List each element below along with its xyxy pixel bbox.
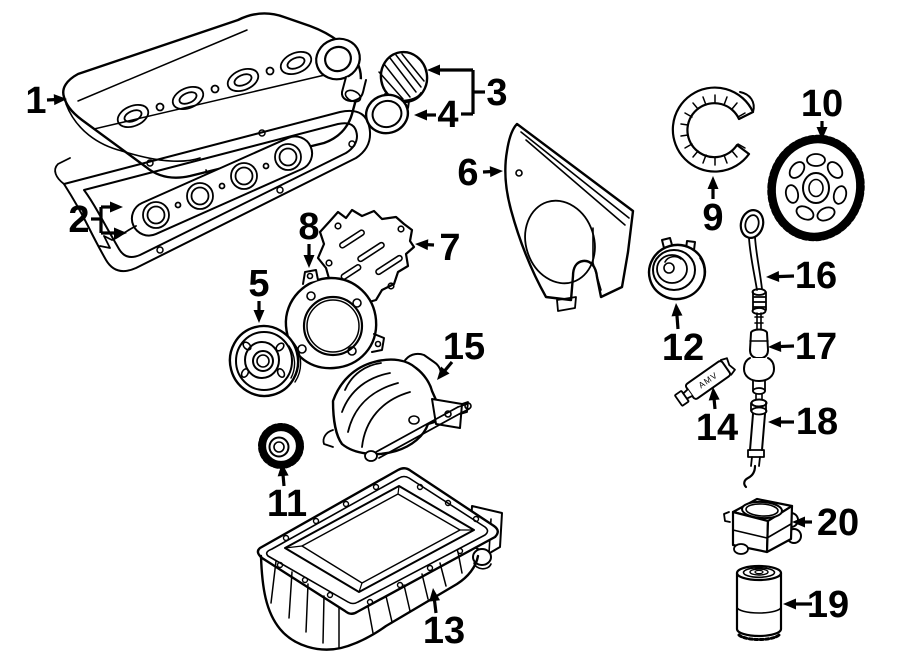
callout-number-2: 2 bbox=[68, 199, 89, 241]
oil-filter-part bbox=[735, 564, 783, 642]
arrowhead-icon bbox=[414, 109, 427, 121]
oil-filler-cap-part bbox=[378, 50, 429, 109]
arrowhead-icon bbox=[415, 239, 429, 251]
camshaft-gear-part bbox=[767, 134, 865, 242]
dipstick-part bbox=[739, 209, 767, 331]
callout-number-15: 15 bbox=[443, 326, 485, 368]
arrowhead-icon bbox=[707, 176, 719, 189]
callout-4-filler-cap-seal: 4 bbox=[414, 94, 459, 136]
arrowhead-icon bbox=[816, 127, 828, 140]
arrowhead-icon bbox=[114, 227, 127, 239]
callout-15-oil-baffle: 15 bbox=[437, 326, 485, 380]
callout-17-dipstick-tube-upper: 17 bbox=[768, 326, 837, 368]
callout-14-sealant-tube: 14 bbox=[696, 387, 738, 449]
timing-cover-part bbox=[504, 122, 635, 312]
callout-number-5: 5 bbox=[248, 263, 269, 305]
dipstick-tube-lower-part bbox=[743, 398, 768, 489]
arrowhead-icon bbox=[303, 255, 315, 268]
oil-filter-housing-part bbox=[723, 497, 802, 555]
callout-number-20: 20 bbox=[817, 502, 859, 544]
oil-pan-part bbox=[256, 402, 503, 651]
callout-number-4: 4 bbox=[437, 94, 458, 136]
callout-number-11: 11 bbox=[267, 483, 307, 525]
callout-number-17: 17 bbox=[795, 326, 837, 368]
callout-number-9: 9 bbox=[702, 197, 723, 239]
arrowhead-icon bbox=[766, 271, 780, 283]
arrowhead-icon bbox=[783, 598, 796, 610]
arrowhead-icon bbox=[253, 310, 265, 323]
arrowhead-icon bbox=[489, 166, 503, 178]
callout-8-seal-flange: 8 bbox=[298, 206, 320, 268]
arrowhead-icon bbox=[427, 64, 440, 76]
arrowhead-icon bbox=[671, 303, 683, 317]
arrowhead-icon bbox=[110, 201, 123, 213]
callout-11-crankshaft-timing-gear: 11 bbox=[267, 463, 307, 525]
callout-number-19: 19 bbox=[807, 584, 849, 626]
crankshaft-pulley-part bbox=[228, 324, 302, 398]
callout-10-camshaft-timing-gear: 10 bbox=[801, 83, 843, 140]
callout-1-valve-cover: 1 bbox=[25, 80, 67, 122]
arrowhead-icon bbox=[792, 516, 805, 528]
callout-number-8: 8 bbox=[298, 206, 319, 248]
arrowhead-icon bbox=[768, 416, 781, 428]
seal-flange-part bbox=[284, 269, 385, 370]
callout-19-oil-filter: 19 bbox=[783, 584, 849, 626]
tensioner-pulley-part bbox=[647, 237, 707, 301]
sealant-tube-part: AMV bbox=[674, 357, 736, 407]
filler-cap-seal-part bbox=[364, 93, 410, 135]
callout-16-dipstick: 16 bbox=[766, 255, 837, 297]
arrowhead-icon bbox=[708, 387, 720, 401]
callout-number-18: 18 bbox=[796, 401, 838, 443]
callout-number-10: 10 bbox=[801, 83, 843, 125]
callout-12-tensioner-pulley: 12 bbox=[662, 303, 704, 369]
crankshaft-timing-gear-part bbox=[258, 423, 304, 469]
arrowhead-icon bbox=[53, 94, 67, 106]
arrowhead-icon bbox=[429, 588, 441, 602]
callout-6-timing-cover: 6 bbox=[457, 152, 503, 194]
callout-18-dipstick-tube-lower: 18 bbox=[768, 401, 838, 443]
callout-3-oil-filler-cap: 3 bbox=[427, 64, 508, 116]
callout-number-6: 6 bbox=[457, 152, 478, 194]
callout-number-7: 7 bbox=[439, 227, 460, 269]
timing-belt-part bbox=[671, 86, 755, 173]
callout-number-14: 14 bbox=[696, 407, 738, 449]
arrowhead-icon bbox=[277, 463, 289, 477]
callout-9-timing-belt: 9 bbox=[702, 176, 724, 239]
callout-5-crankshaft-pulley: 5 bbox=[248, 263, 270, 323]
arrowhead-icon bbox=[437, 366, 450, 380]
callout-number-1: 1 bbox=[25, 80, 46, 122]
callout-number-12: 12 bbox=[662, 327, 704, 369]
callout-number-16: 16 bbox=[795, 255, 837, 297]
arrowhead-icon bbox=[768, 341, 782, 352]
callout-7-baffle-plate: 7 bbox=[415, 227, 461, 269]
callout-number-13: 13 bbox=[423, 610, 465, 652]
callout-2-valve-cover-gasket-set: 2 bbox=[68, 199, 127, 241]
callout-13-oil-pan: 13 bbox=[423, 588, 465, 652]
callout-number-3: 3 bbox=[486, 72, 507, 114]
callout-20-oil-filter-housing: 20 bbox=[792, 502, 859, 544]
dipstick-tube-upper-part bbox=[743, 328, 775, 401]
